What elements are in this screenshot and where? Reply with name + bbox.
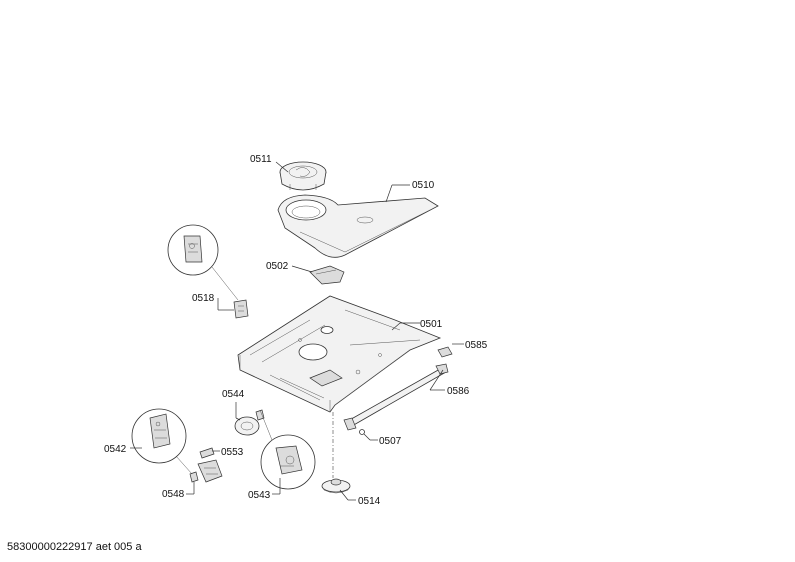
label-0543: 0543 bbox=[248, 490, 271, 501]
label-0510: 0510 bbox=[412, 180, 435, 191]
part-0548-switch-block[interactable] bbox=[189, 459, 223, 483]
detail-circle-0542 bbox=[131, 408, 193, 475]
label-0511: 0511 bbox=[250, 154, 272, 165]
label-0514: 0514 bbox=[358, 496, 381, 507]
label-0501: 0501 bbox=[420, 319, 443, 330]
label-0548: 0548 bbox=[162, 489, 185, 500]
part-0586-rail[interactable] bbox=[343, 363, 449, 431]
label-0586: 0586 bbox=[447, 386, 470, 397]
part-0507-screw[interactable] bbox=[359, 429, 365, 435]
part-0585-clip[interactable] bbox=[437, 346, 453, 358]
label-0553: 0553 bbox=[221, 447, 244, 458]
detail-circle-0543 bbox=[259, 409, 316, 490]
part-0514-foot[interactable] bbox=[321, 478, 351, 494]
part-0518-switch[interactable] bbox=[233, 299, 249, 319]
label-0507: 0507 bbox=[379, 436, 402, 447]
part-0544-motor[interactable] bbox=[234, 409, 265, 436]
part-0501-base-plate[interactable] bbox=[237, 295, 442, 413]
label-0585: 0585 bbox=[465, 340, 488, 351]
label-0542: 0542 bbox=[104, 444, 127, 455]
label-0502: 0502 bbox=[266, 261, 289, 272]
label-0518: 0518 bbox=[192, 293, 215, 304]
part-0510-fan-cover[interactable] bbox=[277, 194, 439, 258]
detail-circle-0518 bbox=[167, 224, 239, 301]
label-0544: 0544 bbox=[222, 389, 245, 400]
document-code: 58300000222917 aet 005 a bbox=[7, 541, 142, 553]
part-0502-bracket[interactable] bbox=[309, 265, 345, 285]
part-0511-fan[interactable] bbox=[279, 161, 327, 191]
part-0553-pin[interactable] bbox=[199, 447, 215, 459]
